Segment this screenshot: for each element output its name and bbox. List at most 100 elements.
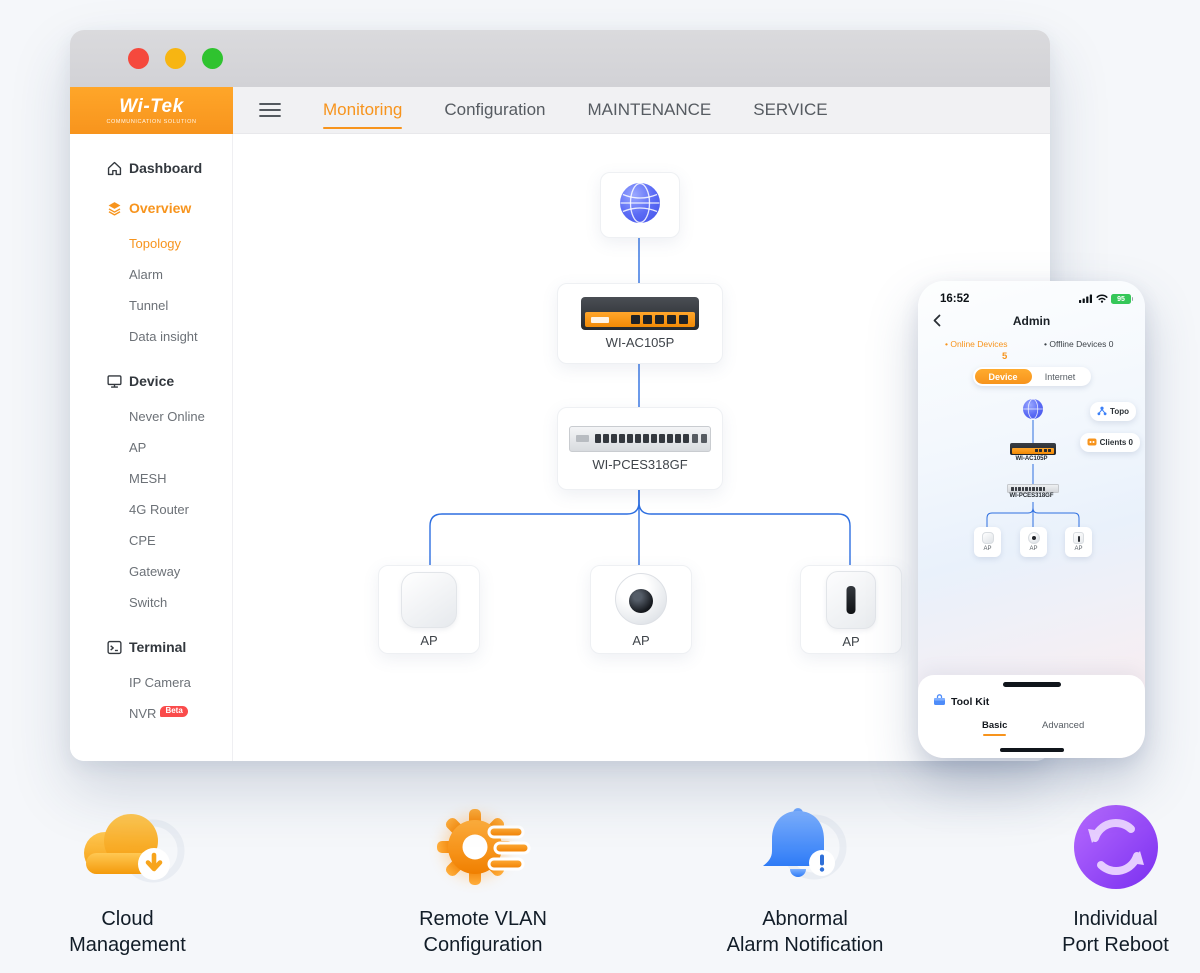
dome-camera-image [1027, 532, 1040, 544]
sidebar-item-terminal[interactable]: Terminal [70, 627, 232, 667]
device-label: AP [632, 632, 650, 648]
topology-node-wi-ac105p[interactable]: WI-AC105P [557, 283, 723, 364]
topology-node-ap-2[interactable]: AP [590, 565, 692, 654]
monitor-icon [106, 373, 123, 390]
sidebar-item-ip-camera[interactable]: IP Camera [129, 675, 191, 690]
wall-ap-image [1073, 532, 1084, 544]
device-label: AP [420, 632, 438, 648]
phone-page-title: Admin [1012, 314, 1051, 328]
wi-tek-logo: Wi-Tek COMMUNICATION SOLUTION [70, 87, 233, 134]
ceiling-ap-image [981, 532, 994, 544]
topology-canvas: WI-AC105P WI-PCES318GF AP AP AP [233, 134, 1050, 761]
toggle-option-device[interactable]: Device [974, 369, 1032, 384]
device-label: AP [983, 546, 992, 552]
phone-topology-ap-1[interactable]: AP [974, 527, 1001, 557]
sidebar-item-gateway[interactable]: Gateway [129, 564, 181, 579]
topology-node-internet[interactable] [600, 172, 680, 238]
topo-button-label: Topo [1110, 407, 1129, 416]
sidebar-item-ap[interactable]: AP [129, 440, 147, 455]
toolkit-title: Tool Kit [951, 695, 990, 708]
device-label: WI-PCES318GF [1009, 493, 1054, 499]
sidebar-item-never-online[interactable]: Never Online [129, 409, 205, 424]
phone-poe-switch-image[interactable] [1010, 443, 1056, 455]
zoom-button[interactable] [202, 48, 223, 69]
device-internet-toggle: Device Internet [972, 367, 1091, 386]
sidebar-item-topology[interactable]: Topology [129, 236, 182, 251]
topology-node-wi-pces318gf[interactable]: WI-PCES318GF [557, 407, 723, 490]
clients-icon [1087, 437, 1097, 449]
device-label: WI-AC105P [605, 335, 675, 350]
sidebar: Dashboard Overview Topology Alarm Tunnel… [70, 134, 233, 761]
device-label: AP [1029, 546, 1038, 552]
sidebar-item-label: Overview [129, 200, 192, 216]
sidebar-item-mesh[interactable]: MESH [129, 471, 167, 486]
chevron-left-icon[interactable] [932, 314, 942, 332]
sidebar-item-data-insight[interactable]: Data insight [129, 329, 198, 344]
device-label: AP [1074, 546, 1083, 552]
sidebar-item-overview[interactable]: Overview [70, 188, 232, 228]
tab-monitoring[interactable]: Monitoring [323, 100, 403, 129]
topology-node-ap-3[interactable]: AP [800, 565, 902, 654]
menu-icon[interactable] [259, 102, 281, 118]
tab-service[interactable]: SERVICE [753, 100, 828, 119]
tab-maintenance[interactable]: MAINTENANCE [587, 100, 712, 119]
sidebar-item-alarm[interactable]: Alarm [129, 267, 163, 282]
gear-list-icon [378, 796, 588, 898]
sidebar-item-label: Device [129, 373, 175, 389]
sidebar-item-switch[interactable]: Switch [129, 595, 168, 610]
ceiling-ap-image [401, 571, 457, 628]
phone-topology-ap-3[interactable]: AP [1065, 527, 1092, 557]
phone-status-bar: 16:52 95 [940, 290, 1133, 308]
sidebar-item-cpe[interactable]: CPE [129, 533, 156, 548]
battery-percent: 95 [1111, 294, 1131, 304]
toolkit-title-row: Tool Kit [933, 694, 989, 709]
layers-icon [106, 200, 123, 217]
globe-icon[interactable] [1022, 398, 1044, 425]
mobile-app-preview: 16:52 95 Admin • Online Devices • Offlin… [918, 281, 1145, 758]
phone-rack-switch-image[interactable] [1007, 484, 1059, 493]
app-header: Wi-Tek COMMUNICATION SOLUTION Monitoring… [70, 87, 1050, 134]
tab-advanced[interactable]: Advanced [1042, 720, 1085, 731]
sidebar-item-device[interactable]: Device [70, 361, 232, 401]
beta-badge: Beta [160, 705, 188, 717]
clients-button-label: Clients 0 [1099, 438, 1133, 447]
status-icons: 95 [1079, 290, 1133, 308]
globe-icon [618, 181, 662, 230]
wifi-icon [1096, 290, 1108, 308]
sidebar-item-tunnel[interactable]: Tunnel [129, 298, 169, 313]
device-label: AP [842, 633, 860, 649]
cellular-signal-icon [1079, 290, 1093, 308]
close-button[interactable] [128, 48, 149, 69]
device-label: WI-AC105P [1015, 456, 1048, 462]
online-devices-label: • Online Devices [945, 339, 1008, 349]
online-devices-count: 5 [1002, 351, 1008, 362]
phone-topology-ap-2[interactable]: AP [1020, 527, 1047, 557]
tab-basic[interactable]: Basic [982, 720, 1008, 736]
tab-configuration[interactable]: Configuration [444, 100, 546, 119]
clients-button[interactable]: Clients 0 [1079, 433, 1140, 452]
minimize-button[interactable] [165, 48, 186, 69]
device-label: WI-PCES318GF [592, 456, 688, 472]
rack-switch-image [569, 425, 711, 452]
sidebar-item-dashboard[interactable]: Dashboard [70, 148, 232, 188]
port-reboot-icon [1018, 796, 1200, 898]
sidebar-item-label: Dashboard [129, 160, 203, 176]
toolbox-icon [933, 694, 946, 709]
topology-connectors [429, 236, 851, 565]
home-icon [106, 160, 123, 177]
sheet-drag-handle[interactable] [1002, 682, 1061, 687]
topology-node-ap-1[interactable]: AP [378, 565, 480, 654]
phone-topology-connectors [986, 420, 1080, 527]
topology-icon [1097, 406, 1107, 418]
brand-name: Wi-Tek [119, 96, 184, 117]
offline-devices-label: • Offline Devices 0 [1044, 339, 1114, 349]
topo-button[interactable]: Topo [1090, 402, 1136, 421]
sidebar-item-4g-router[interactable]: 4G Router [129, 502, 189, 517]
toggle-option-internet[interactable]: Internet [1044, 371, 1076, 382]
